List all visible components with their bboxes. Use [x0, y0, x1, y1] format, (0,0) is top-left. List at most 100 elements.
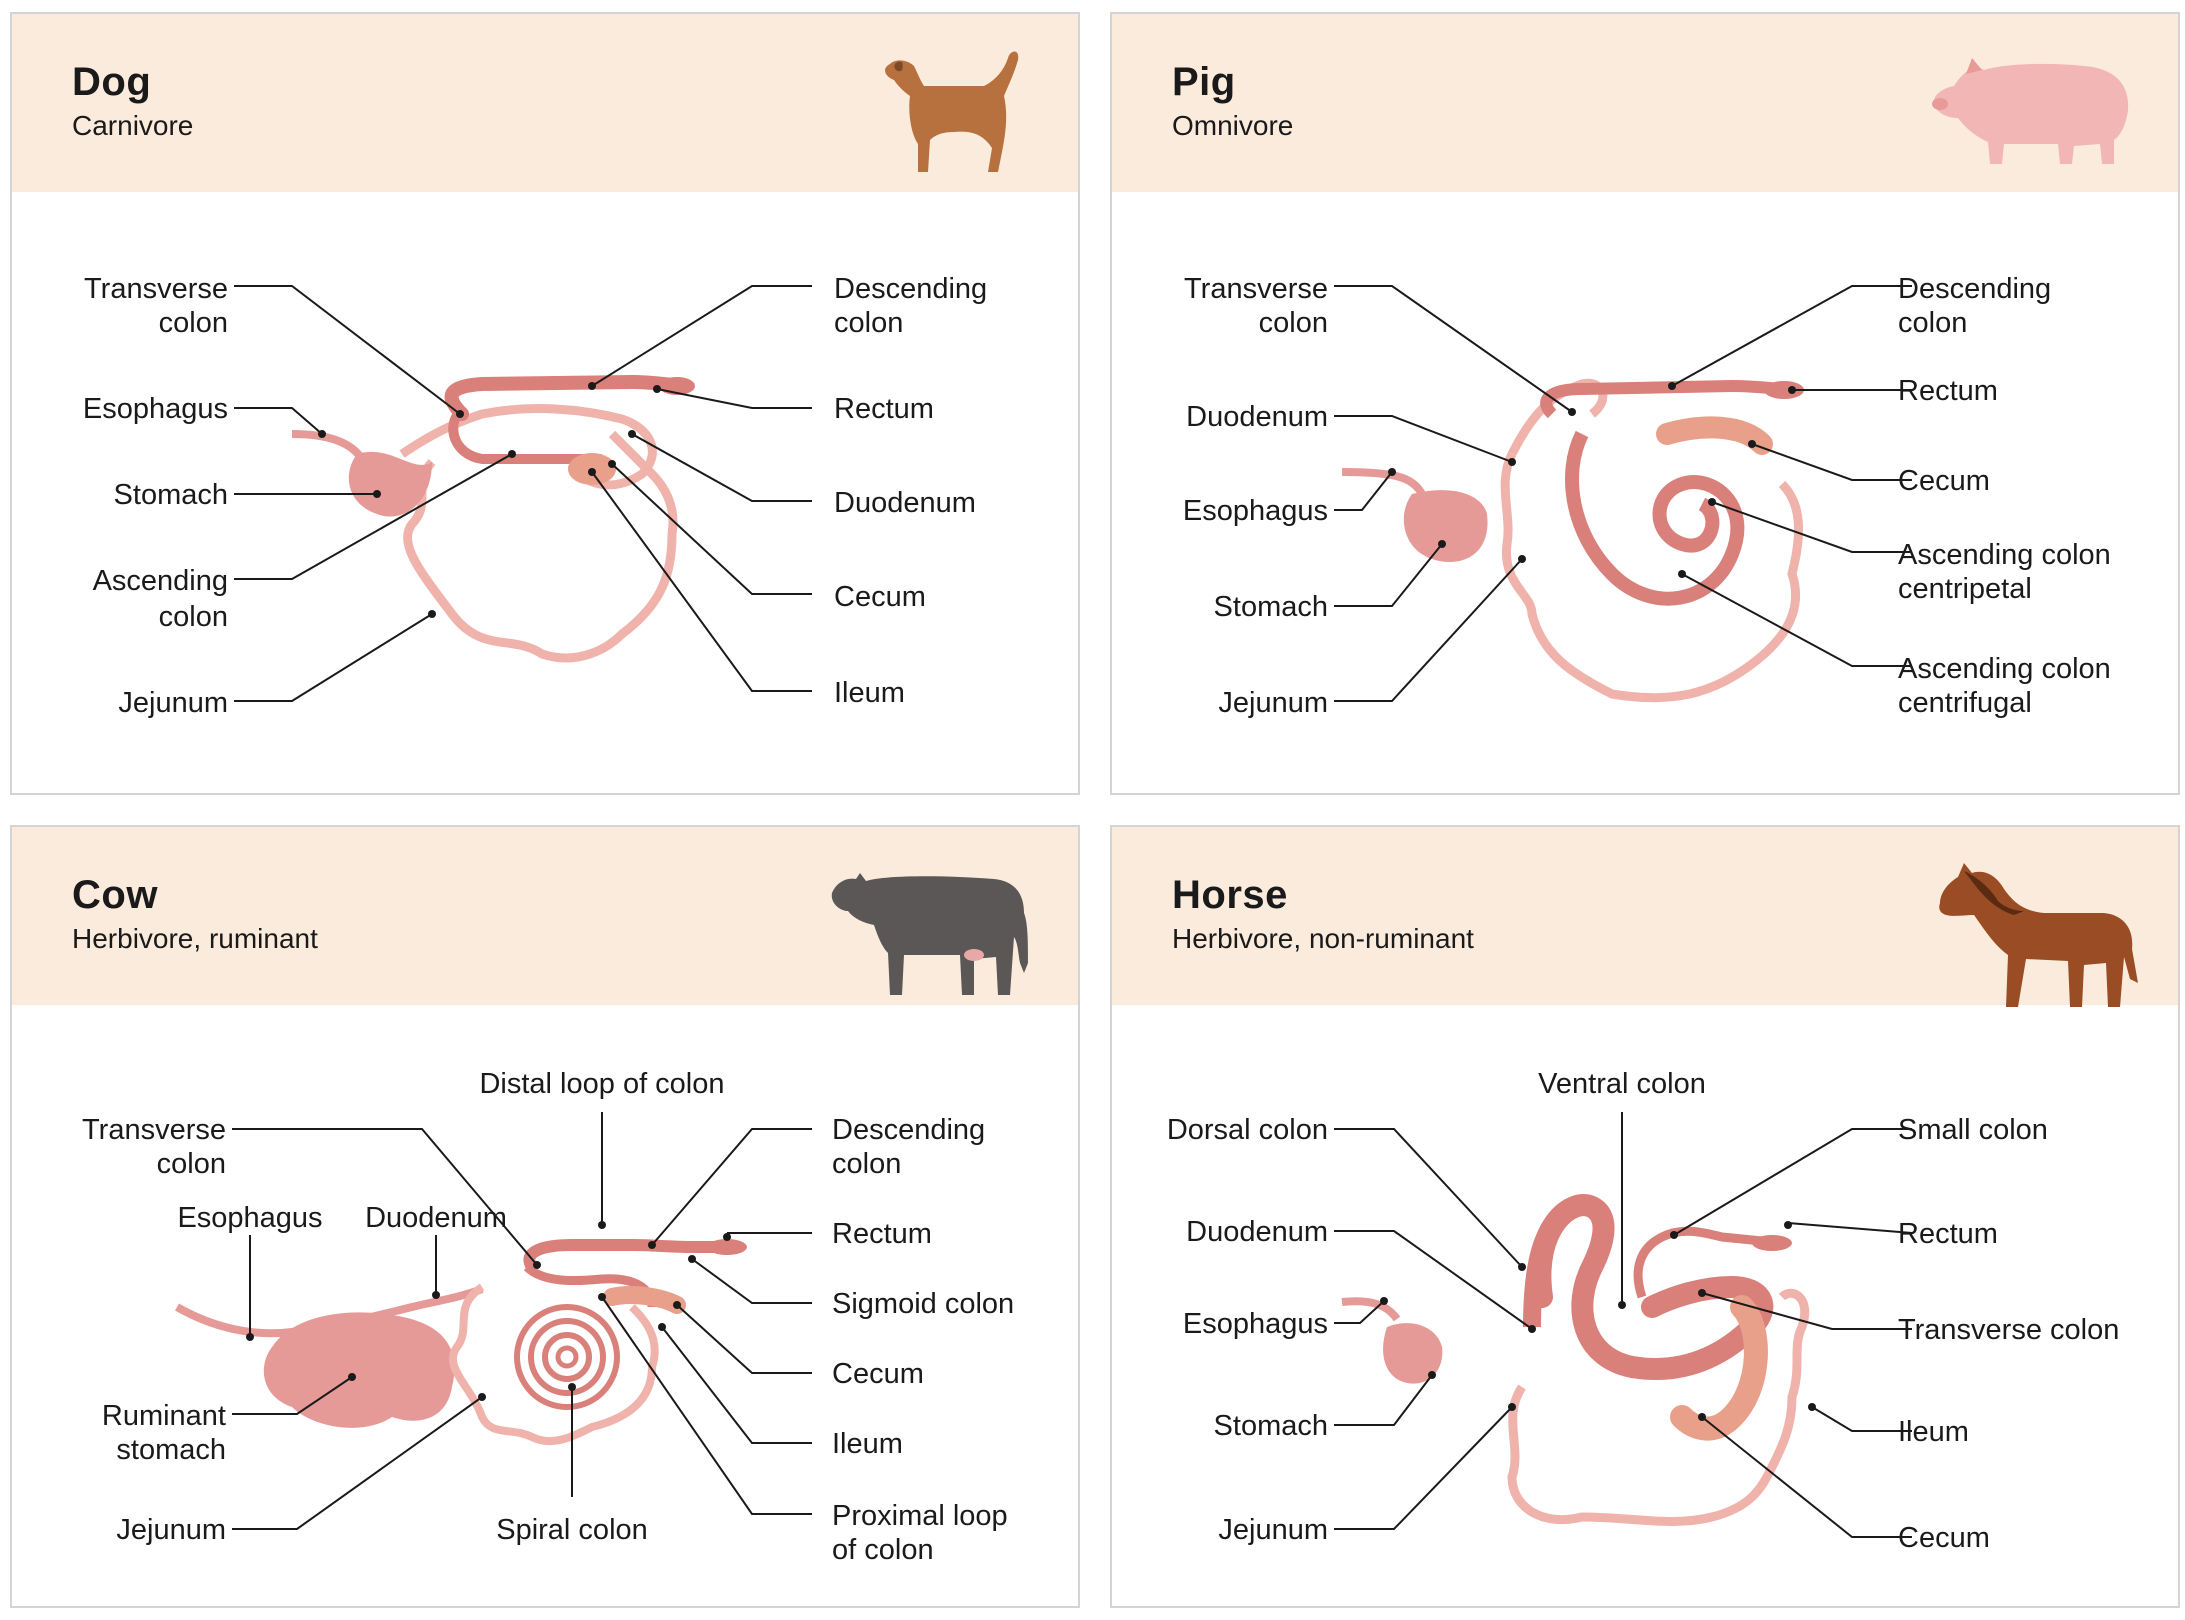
dog-leader-rectum — [656, 388, 812, 409]
dog-duodenum-shape — [399, 404, 657, 490]
panel-title-horse: Horse — [1172, 873, 1288, 917]
cow-label-ileum: Ileum — [832, 1428, 903, 1460]
panel-subtitle-dog: Carnivore — [72, 110, 194, 141]
horse-leader-rectum — [1787, 1222, 1913, 1234]
horse-small-colon-shape — [1633, 1226, 1773, 1299]
pig-rectum-shape — [1764, 381, 1804, 399]
cow-jejunum-shape — [448, 1283, 659, 1446]
pig-leader-stomach — [1334, 543, 1443, 607]
dog-label-jejunum: Jejunum — [118, 687, 228, 719]
cow-label-cecum: Cecum — [832, 1358, 924, 1390]
panel-title-pig: Pig — [1172, 60, 1236, 104]
pig-jejunum-shape — [1500, 451, 1804, 703]
horse-label-transverse: Transverse colon — [1898, 1314, 2119, 1346]
pig-stomach-shape — [1403, 490, 1488, 562]
pig-label-asc-centrifugal-1: Ascending colon — [1898, 653, 2111, 685]
horse-label-esophagus: Esophagus — [1183, 1308, 1328, 1340]
panel-pig: Pig Omnivore Transverse co — [1110, 12, 2180, 795]
panel-header-dog — [12, 14, 1078, 192]
pig-leader-jejunum — [1334, 558, 1523, 702]
cow-leader-jejunum — [232, 1396, 483, 1530]
dog-leader-cecum — [611, 463, 812, 595]
horse-cecum-shape — [1670, 1295, 1768, 1441]
panel-subtitle-cow: Herbivore, ruminant — [72, 923, 318, 954]
horse-leader-duodenum — [1334, 1230, 1533, 1330]
dog-label-stomach: Stomach — [114, 479, 228, 511]
horse-label-ileum: Ileum — [1898, 1416, 1969, 1448]
horse-stomach-shape — [1383, 1323, 1443, 1384]
pig-leader-esophagus — [1334, 471, 1393, 511]
cow-leader-proximal — [601, 1296, 812, 1515]
cow-leader-transverse — [232, 1128, 538, 1266]
pig-leader-transverse — [1334, 285, 1573, 413]
horse-label-duodenum: Duodenum — [1186, 1216, 1328, 1248]
pig-leader-descending — [1671, 285, 1912, 387]
horse-leader-transverse — [1701, 1292, 1912, 1330]
horse-leader-jejunum — [1334, 1406, 1513, 1530]
panel-cow: Cow Herbivore, ruminant — [10, 825, 1080, 1608]
cow-label-duodenum: Duodenum — [365, 1202, 507, 1234]
dog-leader-esophagus — [234, 407, 323, 435]
horse-label-stomach: Stomach — [1214, 1410, 1328, 1442]
horse-leader-small-colon — [1673, 1128, 1912, 1236]
cow-rumen-shape — [263, 1312, 455, 1428]
dog-label-ascending-2: colon — [159, 601, 228, 633]
cow-leader-sigmoid — [691, 1258, 812, 1304]
cow-label-esophagus: Esophagus — [177, 1202, 322, 1234]
cow-label-descending-1: Descending — [832, 1114, 985, 1146]
horse-leader-cecum — [1701, 1416, 1912, 1538]
dog-label-ascending-1: Ascending — [93, 565, 228, 597]
dog-label-rectum: Rectum — [834, 393, 934, 425]
horse-label-ventral: Ventral colon — [1538, 1068, 1706, 1100]
cow-rectum-shape — [707, 1239, 747, 1255]
cow-leader-ileum — [661, 1326, 812, 1444]
cow-digestive-diagram: Distal loop of colon Transverse colon Es… — [82, 1068, 1014, 1566]
dog-label-transverse-2: colon — [159, 307, 228, 339]
dog-leader-descending — [591, 285, 812, 387]
pig-label-transverse-2: colon — [1259, 307, 1328, 339]
cow-cecum-shape — [603, 1286, 686, 1314]
pig-label-duodenum: Duodenum — [1186, 401, 1328, 433]
dog-leader-duodenum — [631, 433, 812, 502]
cow-leader-ruminant — [232, 1376, 353, 1415]
cow-label-spiral: Spiral colon — [496, 1514, 648, 1546]
horse-digestive-diagram: Ventral colon Dorsal colon Duodenum Esop… — [1167, 1068, 2120, 1554]
dog-stomach-shape — [348, 451, 432, 517]
pig-label-asc-centripetal-1: Ascending colon — [1898, 539, 2111, 571]
dog-label-ileum: Ileum — [834, 677, 905, 709]
horse-label-rectum: Rectum — [1898, 1218, 1998, 1250]
dog-label-esophagus: Esophagus — [83, 393, 228, 425]
pig-icon — [1932, 58, 2129, 165]
dog-leader-transverse — [234, 285, 461, 415]
cow-label-proximal-1: Proximal loop — [832, 1500, 1008, 1532]
pig-label-asc-centripetal-2: centripetal — [1898, 573, 2032, 605]
cow-label-sigmoid: Sigmoid colon — [832, 1288, 1014, 1320]
pig-label-stomach: Stomach — [1214, 591, 1328, 623]
cow-label-transverse-1: Transverse — [82, 1114, 226, 1146]
panel-horse: Horse Herbivore, non-ruminant — [1110, 825, 2180, 1608]
horse-ventral-colon-shape — [1529, 1194, 1774, 1380]
pig-label-esophagus: Esophagus — [1183, 495, 1328, 527]
pig-leader-asc-centripetal — [1711, 501, 1912, 553]
horse-leader-esophagus — [1334, 1300, 1385, 1324]
dog-icon — [885, 51, 1019, 172]
horse-leader-ileum — [1811, 1406, 1912, 1432]
dog-leader-jejunum — [234, 613, 433, 702]
dog-label-duodenum: Duodenum — [834, 487, 976, 519]
dog-jejunum-shape — [403, 430, 678, 663]
horse-label-small-colon: Small colon — [1898, 1114, 2048, 1146]
dog-leader-ileum — [591, 471, 812, 692]
pig-label-descending-2: colon — [1898, 307, 1967, 339]
horse-label-jejunum: Jejunum — [1218, 1514, 1328, 1546]
panel-subtitle-pig: Omnivore — [1172, 110, 1294, 141]
pig-label-rectum: Rectum — [1898, 375, 1998, 407]
cow-label-rectum: Rectum — [832, 1218, 932, 1250]
pig-esophagus-shape — [1341, 468, 1426, 497]
pig-leader-cecum — [1751, 443, 1912, 481]
horse-label-dorsal: Dorsal colon — [1167, 1114, 1328, 1146]
horse-leader-dorsal — [1334, 1128, 1523, 1268]
dog-leader-ascending — [234, 453, 513, 580]
dog-label-cecum: Cecum — [834, 581, 926, 613]
pig-transverse-shape — [1540, 379, 1793, 419]
pig-label-cecum: Cecum — [1898, 465, 1990, 497]
